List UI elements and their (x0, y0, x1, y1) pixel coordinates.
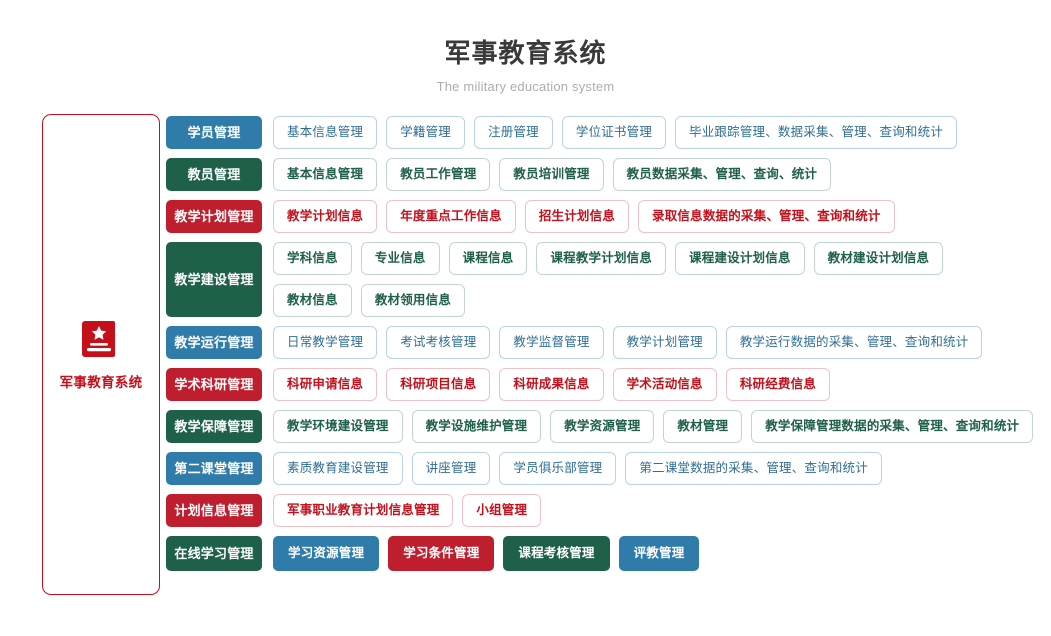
item-button-学员俱乐部管理[interactable]: 学员俱乐部管理 (499, 452, 617, 486)
sidebar-system-label: 军事教育系统 (59, 375, 143, 391)
page-title: 军事教育系统 (444, 38, 607, 68)
sidebar-system-card[interactable]: 军事教育系统 (42, 114, 160, 596)
item-button-学位证书管理[interactable]: 学位证书管理 (561, 116, 667, 150)
item-button-日常教学管理[interactable]: 日常教学管理 (273, 326, 378, 360)
item-button-基本信息管理[interactable]: 基本信息管理 (273, 116, 378, 150)
category-items: 日常教学管理考试考核管理教学监督管理教学计划管理教学运行数据的采集、管理、查询和… (273, 326, 983, 360)
category-items: 学科信息专业信息课程信息课程教学计划信息课程建设计划信息教材建设计划信息教材信息… (273, 242, 944, 318)
page-subtitle: The military education system (436, 79, 615, 95)
category-row: 教学保障管理教学环境建设管理教学设施维护管理教学资源管理教材管理教学保障管理数据… (166, 410, 1034, 444)
item-button-招生计划信息[interactable]: 招生计划信息 (524, 200, 630, 234)
item-button-教材领用信息[interactable]: 教材领用信息 (360, 284, 466, 318)
category-label-教员管理[interactable]: 教员管理 (166, 158, 262, 192)
item-button-讲座管理[interactable]: 讲座管理 (411, 452, 491, 486)
category-label-教学保障管理[interactable]: 教学保障管理 (166, 410, 262, 444)
category-items: 基本信息管理学籍管理注册管理学位证书管理毕业跟踪管理、数据采集、管理、查询和统计 (273, 116, 958, 150)
item-button-教学保障管理数据的采集、管理、查询和统计[interactable]: 教学保障管理数据的采集、管理、查询和统计 (751, 410, 1034, 444)
category-label-学术科研管理[interactable]: 学术科研管理 (166, 368, 262, 402)
items-line: 教学环境建设管理教学设施维护管理教学资源管理教材管理教学保障管理数据的采集、管理… (273, 410, 1034, 444)
item-button-教学设施维护管理[interactable]: 教学设施维护管理 (411, 410, 542, 444)
item-button-素质教育建设管理[interactable]: 素质教育建设管理 (273, 452, 403, 486)
item-button-教学环境建设管理[interactable]: 教学环境建设管理 (273, 410, 403, 444)
items-line: 科研申请信息科研项目信息科研成果信息学术活动信息科研经费信息 (273, 368, 831, 402)
category-label-教学建设管理[interactable]: 教学建设管理 (166, 242, 262, 318)
category-row: 教学运行管理日常教学管理考试考核管理教学监督管理教学计划管理教学运行数据的采集、… (166, 326, 1033, 360)
items-line: 日常教学管理考试考核管理教学监督管理教学计划管理教学运行数据的采集、管理、查询和… (273, 326, 983, 360)
category-label-教学运行管理[interactable]: 教学运行管理 (166, 326, 262, 360)
category-row: 教学计划管理教学计划信息年度重点工作信息招生计划信息录取信息数据的采集、管理、查… (166, 200, 1033, 234)
item-button-学科信息[interactable]: 学科信息 (273, 242, 352, 276)
item-button-学习资源管理[interactable]: 学习资源管理 (273, 536, 380, 572)
category-label-第二课堂管理[interactable]: 第二课堂管理 (166, 452, 262, 486)
item-button-科研成果信息[interactable]: 科研成果信息 (499, 368, 604, 402)
item-button-军事职业教育计划信息管理[interactable]: 军事职业教育计划信息管理 (273, 494, 454, 528)
item-button-教员数据采集、管理、查询、统计[interactable]: 教员数据采集、管理、查询、统计 (612, 158, 832, 192)
category-label-计划信息管理[interactable]: 计划信息管理 (166, 494, 262, 528)
category-label-学员管理[interactable]: 学员管理 (166, 116, 262, 150)
item-button-评教管理[interactable]: 评教管理 (618, 536, 700, 572)
category-row: 在线学习管理学习资源管理学习条件管理课程考核管理评教管理 (166, 536, 1033, 572)
category-row: 教学建设管理学科信息专业信息课程信息课程教学计划信息课程建设计划信息教材建设计划… (166, 242, 1033, 318)
book-star-icon (79, 318, 123, 362)
page-header: 军事教育系统 The military education system (0, 0, 1051, 94)
category-label-在线学习管理[interactable]: 在线学习管理 (166, 536, 262, 572)
item-button-注册管理[interactable]: 注册管理 (474, 116, 553, 150)
item-button-教学计划管理[interactable]: 教学计划管理 (612, 326, 717, 360)
item-button-课程信息[interactable]: 课程信息 (448, 242, 528, 276)
item-button-教学监督管理[interactable]: 教学监督管理 (499, 326, 604, 360)
content-area: 军事教育系统 学员管理基本信息管理学籍管理注册管理学位证书管理毕业跟踪管理、数据… (0, 94, 1051, 596)
item-button-课程考核管理[interactable]: 课程考核管理 (503, 536, 610, 572)
category-items: 科研申请信息科研项目信息科研成果信息学术活动信息科研经费信息 (273, 368, 831, 402)
item-button-科研经费信息[interactable]: 科研经费信息 (725, 368, 831, 402)
item-button-学习条件管理[interactable]: 学习条件管理 (388, 536, 495, 572)
category-row: 计划信息管理军事职业教育计划信息管理小组管理 (166, 494, 1033, 528)
item-button-教材建设计划信息[interactable]: 教材建设计划信息 (813, 242, 944, 276)
category-items: 教学计划信息年度重点工作信息招生计划信息录取信息数据的采集、管理、查询和统计 (273, 200, 895, 234)
item-button-第二课堂数据的采集、管理、查询和统计[interactable]: 第二课堂数据的采集、管理、查询和统计 (625, 452, 882, 486)
item-button-教员工作管理[interactable]: 教员工作管理 (386, 158, 491, 192)
items-line: 素质教育建设管理讲座管理学员俱乐部管理第二课堂数据的采集、管理、查询和统计 (273, 452, 882, 486)
category-row: 学术科研管理科研申请信息科研项目信息科研成果信息学术活动信息科研经费信息 (166, 368, 1033, 402)
item-button-基本信息管理[interactable]: 基本信息管理 (273, 158, 378, 192)
category-label-教学计划管理[interactable]: 教学计划管理 (166, 200, 262, 234)
item-button-教学资源管理[interactable]: 教学资源管理 (550, 410, 655, 444)
item-button-课程教学计划信息[interactable]: 课程教学计划信息 (536, 242, 667, 276)
item-button-小组管理[interactable]: 小组管理 (462, 494, 542, 528)
category-items: 学习资源管理学习条件管理课程考核管理评教管理 (273, 536, 700, 572)
category-items: 军事职业教育计划信息管理小组管理 (273, 494, 542, 528)
category-row: 学员管理基本信息管理学籍管理注册管理学位证书管理毕业跟踪管理、数据采集、管理、查… (166, 116, 1033, 150)
item-button-学籍管理[interactable]: 学籍管理 (386, 116, 466, 150)
item-button-教材信息[interactable]: 教材信息 (273, 284, 352, 318)
category-items: 教学环境建设管理教学设施维护管理教学资源管理教材管理教学保障管理数据的采集、管理… (273, 410, 1034, 444)
item-button-教学计划信息[interactable]: 教学计划信息 (273, 200, 378, 234)
category-row: 教员管理基本信息管理教员工作管理教员培训管理教员数据采集、管理、查询、统计 (166, 158, 1033, 192)
item-button-年度重点工作信息[interactable]: 年度重点工作信息 (386, 200, 516, 234)
items-line: 教材信息教材领用信息 (273, 284, 943, 318)
items-line: 学科信息专业信息课程信息课程教学计划信息课程建设计划信息教材建设计划信息 (273, 242, 944, 276)
item-button-录取信息数据的采集、管理、查询和统计[interactable]: 录取信息数据的采集、管理、查询和统计 (638, 200, 895, 234)
item-button-课程建设计划信息[interactable]: 课程建设计划信息 (675, 242, 805, 276)
category-row: 第二课堂管理素质教育建设管理讲座管理学员俱乐部管理第二课堂数据的采集、管理、查询… (166, 452, 1033, 486)
items-line: 军事职业教育计划信息管理小组管理 (273, 494, 542, 528)
item-button-教学运行数据的采集、管理、查询和统计[interactable]: 教学运行数据的采集、管理、查询和统计 (725, 326, 983, 360)
category-items: 素质教育建设管理讲座管理学员俱乐部管理第二课堂数据的采集、管理、查询和统计 (273, 452, 882, 486)
item-button-专业信息[interactable]: 专业信息 (360, 242, 440, 276)
item-button-学术活动信息[interactable]: 学术活动信息 (612, 368, 717, 402)
category-rows: 学员管理基本信息管理学籍管理注册管理学位证书管理毕业跟踪管理、数据采集、管理、查… (166, 116, 1034, 580)
items-line: 基本信息管理教员工作管理教员培训管理教员数据采集、管理、查询、统计 (273, 158, 832, 192)
item-button-科研项目信息[interactable]: 科研项目信息 (386, 368, 491, 402)
items-line: 教学计划信息年度重点工作信息招生计划信息录取信息数据的采集、管理、查询和统计 (273, 200, 895, 234)
item-button-教员培训管理[interactable]: 教员培训管理 (499, 158, 604, 192)
items-line: 基本信息管理学籍管理注册管理学位证书管理毕业跟踪管理、数据采集、管理、查询和统计 (273, 116, 958, 150)
item-button-毕业跟踪管理、数据采集、管理、查询和统计[interactable]: 毕业跟踪管理、数据采集、管理、查询和统计 (675, 116, 958, 150)
item-button-考试考核管理[interactable]: 考试考核管理 (386, 326, 491, 360)
category-items: 基本信息管理教员工作管理教员培训管理教员数据采集、管理、查询、统计 (273, 158, 832, 192)
item-button-教材管理[interactable]: 教材管理 (663, 410, 743, 444)
item-button-科研申请信息[interactable]: 科研申请信息 (273, 368, 378, 402)
items-line: 学习资源管理学习条件管理课程考核管理评教管理 (273, 536, 700, 572)
